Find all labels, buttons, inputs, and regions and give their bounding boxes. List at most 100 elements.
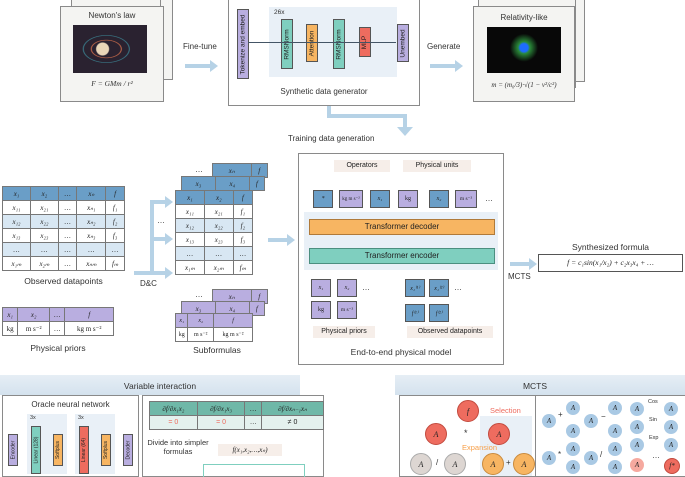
- table-cell: f: [248, 301, 266, 316]
- solar-system-image: [73, 25, 147, 73]
- table-cell: …: [232, 246, 254, 261]
- block-label: RMSNorm: [283, 28, 291, 60]
- data-token: f⁽²⁾: [429, 304, 449, 322]
- table-cell: x₁₂: [2, 214, 31, 229]
- encoder-block: Encoder: [8, 434, 18, 466]
- output-token-operator: *: [313, 190, 333, 208]
- action-node: A: [608, 460, 622, 474]
- table-cell: x₁ₘ: [2, 256, 31, 271]
- decoder-block: Decoder: [123, 434, 133, 466]
- priors-group-label: Physical priors: [313, 326, 375, 338]
- generator-flow-line: [248, 42, 396, 43]
- block-label: Encoder: [10, 440, 16, 460]
- mcts-arrow: [510, 258, 537, 270]
- table-cell: x₁ₘ: [175, 260, 205, 275]
- table-cell: x₂ₘ: [29, 256, 59, 271]
- tree-node: A: [410, 453, 432, 475]
- action-node: A: [608, 424, 622, 438]
- table-cell: x₂ₘ: [203, 260, 234, 275]
- black-hole-image: [487, 27, 561, 73]
- table-cell: …: [244, 415, 263, 430]
- training-data-generation-label: Training data generation: [288, 134, 375, 143]
- block-label: Linear (64): [81, 437, 87, 463]
- rmsnorm-block-1: RMSNorm: [281, 19, 293, 69]
- linear-64-block: Linear (64): [79, 426, 89, 474]
- transformer-encoder: Transformer encoder: [309, 248, 495, 264]
- oracle-title: Oracle neural network: [31, 400, 110, 409]
- observed-caption: Observed datapoints: [24, 276, 103, 286]
- table-cell: x₁₃: [175, 232, 205, 247]
- down-arrowhead: [397, 127, 413, 136]
- tree-node: A: [488, 423, 510, 445]
- table-cell: …: [57, 200, 78, 215]
- priors-caption: Physical priors: [30, 343, 86, 353]
- table-cell: f: [232, 190, 254, 205]
- unary-sin: Sin: [649, 417, 657, 423]
- action-node: A: [566, 401, 580, 415]
- transformer-decoder: Transformer decoder: [309, 219, 495, 235]
- table-cell: x₁: [175, 190, 205, 205]
- action-node: A: [566, 442, 580, 456]
- table-cell: x₄: [214, 301, 250, 316]
- table-cell: …: [57, 186, 78, 201]
- end-to-end-model: Operators Physical units * kg m s⁻² x₁ k…: [298, 153, 504, 365]
- table-cell: ∂f/∂x₁x₃: [196, 401, 246, 416]
- physical-units-label: Physical units: [403, 160, 471, 172]
- dc-arrow-3: [134, 267, 173, 279]
- table-cell: f₂: [105, 214, 125, 229]
- divide-label: Divide into simpler formulas: [147, 438, 209, 456]
- down-connector-2: [327, 114, 407, 118]
- generate-arrow: [430, 60, 463, 72]
- table-cell: xₙₘ: [76, 256, 107, 271]
- prior-unit-token: m s⁻²: [337, 301, 357, 319]
- down-connector-3: [403, 114, 407, 128]
- table-row: ………: [175, 246, 254, 261]
- table-cell: x₂: [187, 313, 215, 328]
- table-cell: x₁: [2, 186, 31, 201]
- table-cell: x₃: [181, 176, 216, 191]
- action-node: A: [664, 438, 678, 452]
- interaction-panel: ∂f/∂x₁x₂∂f/∂x₁x₃…∂f/∂xₙ₋₁xₙ = 0= 0…≠ 0 D…: [142, 395, 324, 477]
- table-cell: kg: [174, 327, 189, 342]
- table-cell: …: [175, 246, 205, 261]
- synthetic-data-generator: 26x Tokenize and embed RMSNorm Attention…: [228, 0, 420, 106]
- data-token: x₁⁽¹⁾: [405, 279, 425, 297]
- expansion-label: Expansion: [462, 443, 498, 452]
- tree-node: A: [444, 453, 466, 475]
- op-divide: /: [600, 450, 603, 459]
- table-cell: x₁: [174, 313, 189, 328]
- table-cell: f₃: [105, 228, 125, 243]
- table-cell: x₁₁: [2, 200, 31, 215]
- table-cell: m s⁻²: [17, 321, 51, 336]
- table-cell: = 0: [196, 415, 246, 430]
- table-cell: ∂f/∂xₙ₋₁xₙ: [261, 401, 324, 416]
- op-minus: −: [601, 412, 606, 421]
- rmsnorm-block-2: RMSNorm: [333, 19, 345, 69]
- tree-node: A: [513, 453, 535, 475]
- table-cell: x₂₂: [29, 214, 59, 229]
- data-token: x₁⁽²⁾: [429, 279, 449, 297]
- table-cell: f₁: [232, 204, 254, 219]
- table-cell: x₄: [214, 176, 250, 191]
- subprior-dots: …: [195, 290, 203, 299]
- mcts-tree-panel: f A A * Selection Expansion A / A A + A: [399, 395, 537, 477]
- split-bracket: [203, 464, 305, 477]
- mcts-actions-panel: A + A A A − A A A * A A A / A A A Cos A …: [535, 395, 685, 477]
- table-cell: x₁₂: [175, 218, 205, 233]
- table-cell: …: [105, 242, 125, 257]
- table-cell: f₁: [105, 200, 125, 215]
- table-cell: f₂: [232, 218, 254, 233]
- table-cell: x₂₁: [203, 204, 234, 219]
- output-token-var: x₁: [370, 190, 390, 208]
- table-cell: f₃: [232, 232, 254, 247]
